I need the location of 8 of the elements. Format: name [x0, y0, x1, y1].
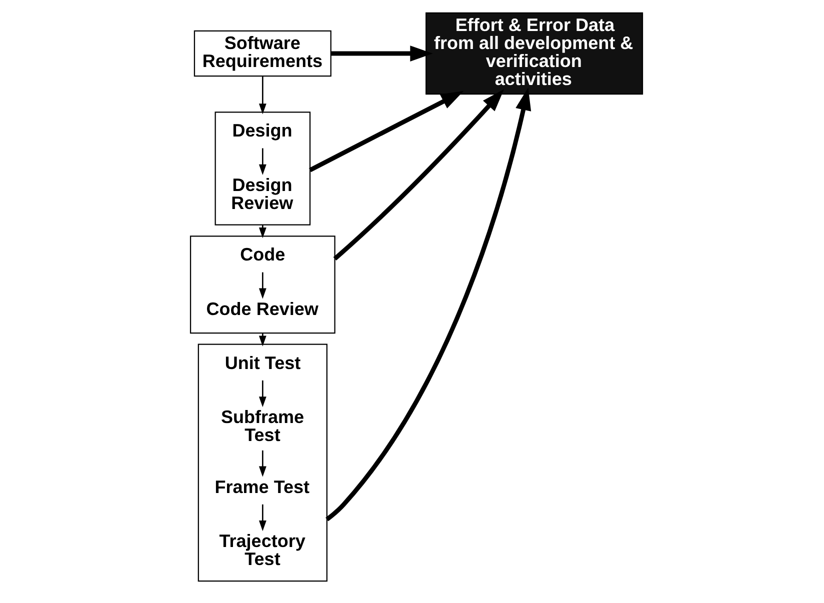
node-text: Code	[240, 244, 286, 265]
node-text: Frame Test	[214, 476, 310, 497]
node-text: Unit Test	[224, 352, 301, 373]
node-text: Design Review	[231, 174, 294, 213]
node-text: Trajectory Test	[219, 530, 306, 570]
node-text: Design	[232, 120, 292, 141]
node-text: Code Review	[206, 298, 318, 319]
node-text: Subframe Test	[220, 407, 304, 446]
